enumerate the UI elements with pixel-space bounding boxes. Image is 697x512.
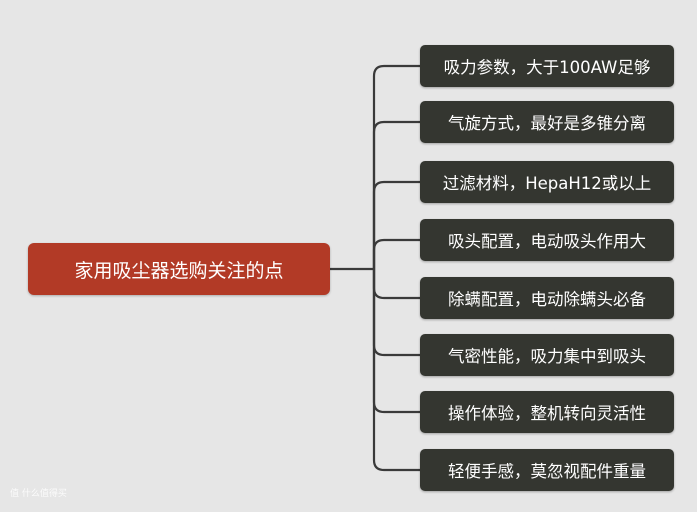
branch-node-label: 除螨配置，电动除螨头必备 (448, 290, 646, 309)
branch-node-label: 轻便手感，莫忽视配件重量 (448, 462, 646, 481)
branch-node-8[interactable]: 轻便手感，莫忽视配件重量 (420, 449, 674, 491)
watermark-text: 值 什么值得买 (10, 489, 67, 499)
branch-node-label: 吸力参数，大于100AW足够 (443, 58, 651, 77)
branch-node-label: 气密性能，吸力集中到吸头 (448, 347, 646, 366)
branch-node-2[interactable]: 气旋方式，最好是多锥分离 (420, 101, 674, 143)
branch-node-4[interactable]: 吸头配置，电动吸头作用大 (420, 219, 674, 261)
branch-connector-6 (372, 269, 420, 357)
branch-node-label: 吸头配置，电动吸头作用大 (448, 232, 646, 251)
branch-connector-1 (372, 64, 420, 269)
branch-node-label: 气旋方式，最好是多锥分离 (448, 114, 646, 133)
branch-connector-2 (372, 120, 420, 269)
branch-node-6[interactable]: 气密性能，吸力集中到吸头 (420, 334, 674, 376)
branch-node-5[interactable]: 除螨配置，电动除螨头必备 (420, 277, 674, 319)
root-node[interactable]: 家用吸尘器选购关注的点 (28, 243, 330, 295)
branch-connector-5 (372, 269, 420, 300)
branch-connector-8 (372, 269, 420, 472)
branch-connector-4 (372, 238, 420, 269)
branch-connector-3 (372, 180, 420, 269)
branch-connector-7 (372, 269, 420, 414)
branch-node-3[interactable]: 过滤材料，HepaH12或以上 (420, 161, 674, 203)
branch-node-1[interactable]: 吸力参数，大于100AW足够 (420, 45, 674, 87)
root-node-label: 家用吸尘器选购关注的点 (74, 259, 284, 282)
branch-node-label: 过滤材料，HepaH12或以上 (442, 174, 652, 193)
branch-node-label: 操作体验，整机转向灵活性 (448, 404, 646, 423)
watermark: 值 什么值得买 (10, 486, 67, 499)
branch-node-7[interactable]: 操作体验，整机转向灵活性 (420, 391, 674, 433)
